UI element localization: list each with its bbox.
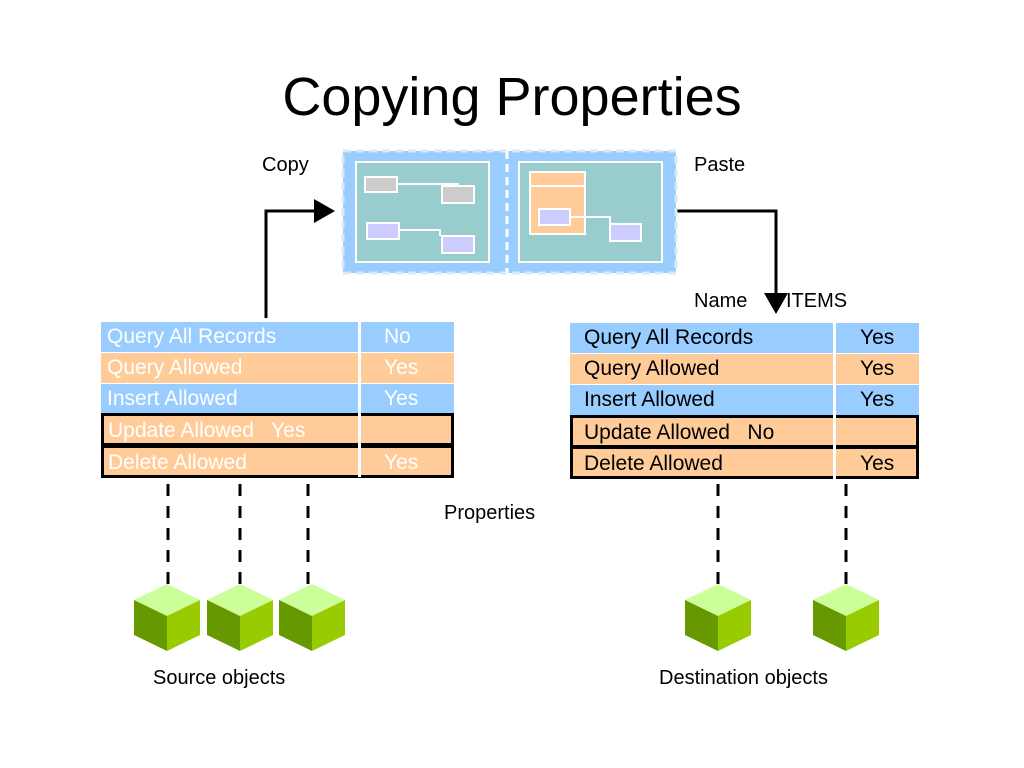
table-row: Query Allowed Yes bbox=[101, 353, 454, 383]
property-value: Yes bbox=[860, 326, 895, 349]
property-name: Query Allowed bbox=[107, 356, 243, 379]
cube-icon bbox=[207, 584, 273, 651]
cube-icon bbox=[813, 584, 879, 651]
form-layout-icon bbox=[341, 149, 678, 275]
cube-icon bbox=[134, 584, 200, 651]
property-name: Insert Allowed bbox=[584, 388, 715, 411]
property-name: Delete Allowed bbox=[108, 451, 247, 474]
property-value: Yes bbox=[384, 451, 419, 474]
property-name: Query All Records bbox=[107, 325, 277, 348]
cube-icon bbox=[279, 584, 345, 651]
column-divider bbox=[358, 321, 361, 477]
table-row: Delete Allowed Yes bbox=[101, 445, 454, 478]
property-name: Query All Records bbox=[584, 326, 754, 349]
destination-connectors bbox=[716, 484, 848, 588]
table-row: Insert Allowed Yes bbox=[570, 385, 919, 415]
property-value: Yes bbox=[860, 388, 895, 411]
property-name: Insert Allowed bbox=[107, 387, 238, 410]
copy-arrow bbox=[264, 199, 335, 318]
property-value: Yes bbox=[860, 452, 895, 475]
source-connectors bbox=[166, 484, 310, 588]
property-value: Yes bbox=[384, 356, 419, 379]
paste-arrow bbox=[677, 209, 788, 314]
property-name: Update Allowed No bbox=[584, 421, 775, 444]
table-row: Insert Allowed Yes bbox=[101, 384, 454, 414]
items-label: ITEMS bbox=[786, 290, 848, 312]
table-row: Query Allowed Yes bbox=[570, 354, 919, 384]
property-value: Yes bbox=[860, 357, 895, 380]
property-value: Yes bbox=[384, 387, 419, 410]
table-row: Query All Records Yes bbox=[570, 323, 919, 353]
page-title: Copying Properties bbox=[282, 67, 742, 127]
source-property-table: Query All Records No Query Allowed Yes I… bbox=[101, 321, 454, 478]
property-name: Update Allowed Yes bbox=[108, 419, 306, 442]
table-row: Update Allowed Yes bbox=[101, 413, 454, 446]
property-name: Query Allowed bbox=[584, 357, 720, 380]
copy-label: Copy bbox=[262, 154, 309, 176]
table-row: Delete Allowed Yes bbox=[570, 446, 919, 479]
paste-label: Paste bbox=[694, 154, 746, 176]
property-value: No bbox=[384, 325, 411, 348]
property-name: Delete Allowed bbox=[584, 452, 723, 475]
source-objects-label: Source objects bbox=[153, 667, 286, 689]
column-divider bbox=[833, 321, 836, 479]
destination-property-table: Query All Records Yes Query Allowed Yes … bbox=[570, 321, 919, 479]
name-label: Name bbox=[694, 290, 748, 312]
cube-icon bbox=[685, 584, 751, 651]
destination-objects-label: Destination objects bbox=[659, 667, 828, 689]
properties-label: Properties bbox=[444, 502, 536, 524]
table-row: Query All Records No bbox=[101, 322, 454, 352]
